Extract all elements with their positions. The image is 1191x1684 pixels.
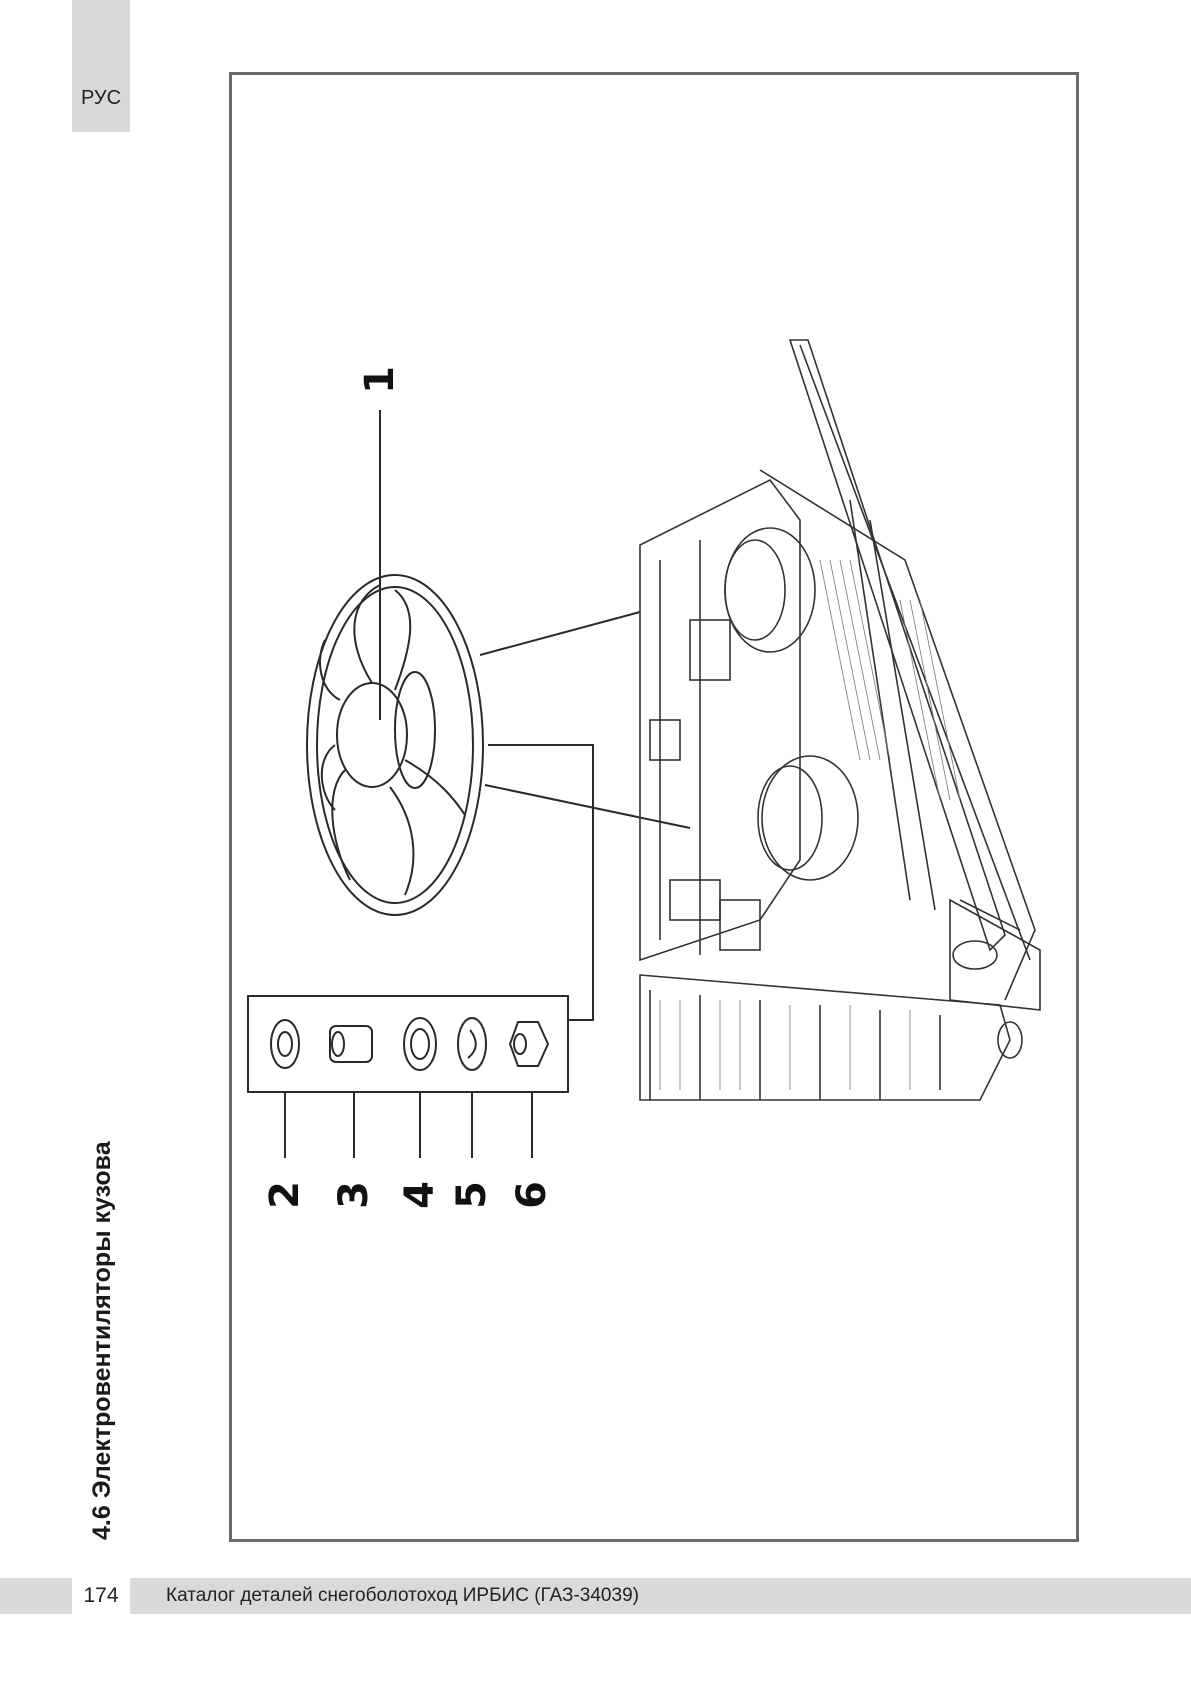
catalog-title: Каталог деталей снегоболотоход ИРБИС (ГА…: [166, 1585, 639, 1606]
vehicle-body-illustration: [639, 339, 1041, 1101]
part-4-ring: [403, 1017, 437, 1071]
callout-1: 1: [357, 366, 403, 394]
parts-box: [247, 995, 569, 1093]
fan-assembly-illustration: [306, 574, 484, 916]
part-5-spring-washer: [457, 1017, 487, 1071]
vehicle-body-hatching: [659, 559, 961, 1090]
page-number: 174: [72, 1578, 130, 1614]
part-2-washer: [270, 1019, 300, 1069]
figure-frame: [229, 72, 1079, 1542]
callout-3: 3: [331, 1181, 377, 1209]
callout-4: 4: [397, 1181, 443, 1209]
part-3-bushing: [329, 1025, 373, 1063]
footer-bar: [0, 1578, 1191, 1614]
part-6-nut: [508, 1021, 550, 1067]
language-label: РУС: [80, 87, 122, 109]
language-tab: РУС: [72, 0, 130, 132]
callout-5: 5: [449, 1181, 495, 1209]
callout-2: 2: [262, 1181, 308, 1209]
callout-6: 6: [509, 1181, 555, 1209]
